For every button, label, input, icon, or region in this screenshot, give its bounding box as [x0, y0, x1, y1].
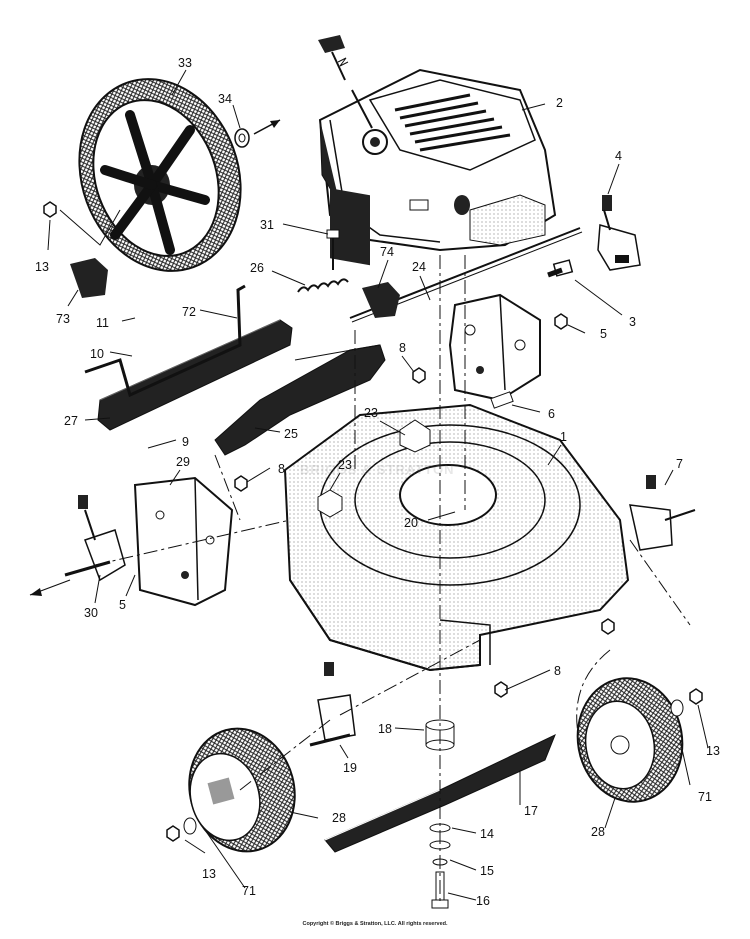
rear-wheel-large — [78, 78, 242, 272]
callout-34: 34 — [218, 92, 232, 106]
callout-33: 33 — [178, 56, 192, 70]
callout-26: 26 — [250, 261, 264, 275]
callout-28: 28 — [332, 811, 346, 825]
callout-10: 10 — [90, 347, 104, 361]
callout-11: 11 — [96, 316, 109, 330]
callout-9: 9 — [182, 435, 189, 449]
callout-72: 72 — [182, 305, 196, 319]
front-wheel-left — [188, 727, 296, 853]
axle-cap-73 — [70, 258, 108, 298]
callout-20: 20 — [404, 516, 418, 530]
bolt-3 — [547, 259, 574, 278]
callout-8: 8 — [554, 664, 561, 678]
callout-24: 24 — [412, 260, 426, 274]
callout-28: 28 — [591, 825, 605, 839]
callout-71: 71 — [242, 884, 256, 898]
engine — [318, 35, 557, 266]
handle-wire-72 — [84, 284, 246, 398]
height-adjuster-19 — [309, 662, 356, 747]
washer-34 — [234, 119, 281, 148]
watermark: BRIGGS & STRATTON — [300, 462, 455, 477]
callout-17: 17 — [524, 804, 538, 818]
mower-deck — [283, 403, 630, 672]
callout-16: 16 — [476, 894, 490, 908]
rear-shield-27 — [97, 319, 293, 431]
callout-29: 29 — [176, 455, 190, 469]
callout-30: 30 — [84, 606, 98, 620]
callout-8: 8 — [278, 462, 285, 476]
centerlines — [94, 255, 691, 905]
height-adjuster-30 — [29, 495, 126, 596]
callout-25: 25 — [284, 427, 298, 441]
callout-8: 8 — [399, 341, 406, 355]
front-bracket-29 — [133, 476, 234, 607]
callout-71: 71 — [698, 790, 712, 804]
callout-73: 73 — [56, 312, 70, 326]
washer-right — [670, 699, 684, 717]
callout-15: 15 — [480, 864, 494, 878]
callout-labels: 33 34 2 4 13 73 31 74 24 26 3 11 72 5 10… — [35, 56, 720, 908]
callout-1: 1 — [560, 430, 567, 444]
leader-lines — [47, 69, 709, 901]
axle-cap-74 — [362, 282, 400, 318]
callout-19: 19 — [343, 761, 357, 775]
height-adjuster-7 — [629, 475, 696, 551]
callout-2: 2 — [556, 96, 563, 110]
copyright-notice: Copyright © Briggs & Stratton, LLC. All … — [302, 921, 448, 927]
callout-6: 6 — [548, 407, 555, 421]
rear-bracket-6 — [448, 293, 541, 409]
washer-left — [183, 817, 197, 835]
callout-74: 74 — [380, 245, 394, 259]
nuts — [43, 201, 703, 842]
callout-3: 3 — [629, 315, 636, 329]
callout-4: 4 — [615, 149, 622, 163]
callout-13: 13 — [35, 260, 49, 274]
callout-27: 27 — [64, 414, 78, 428]
callout-5: 5 — [119, 598, 126, 612]
callout-31: 31 — [260, 218, 274, 232]
callout-23: 23 — [364, 406, 378, 420]
callout-7: 7 — [676, 457, 683, 471]
baffle-25 — [214, 344, 386, 456]
front-wheel-right — [576, 677, 684, 803]
callout-14: 14 — [480, 827, 494, 841]
callout-13: 13 — [706, 744, 720, 758]
bolt-31-spring-26 — [297, 229, 349, 293]
callout-13: 13 — [202, 867, 216, 881]
height-adjuster-4 — [597, 195, 641, 271]
callout-5: 5 — [600, 327, 607, 341]
callout-18: 18 — [378, 722, 392, 736]
callout-23: 23 — [338, 458, 352, 472]
